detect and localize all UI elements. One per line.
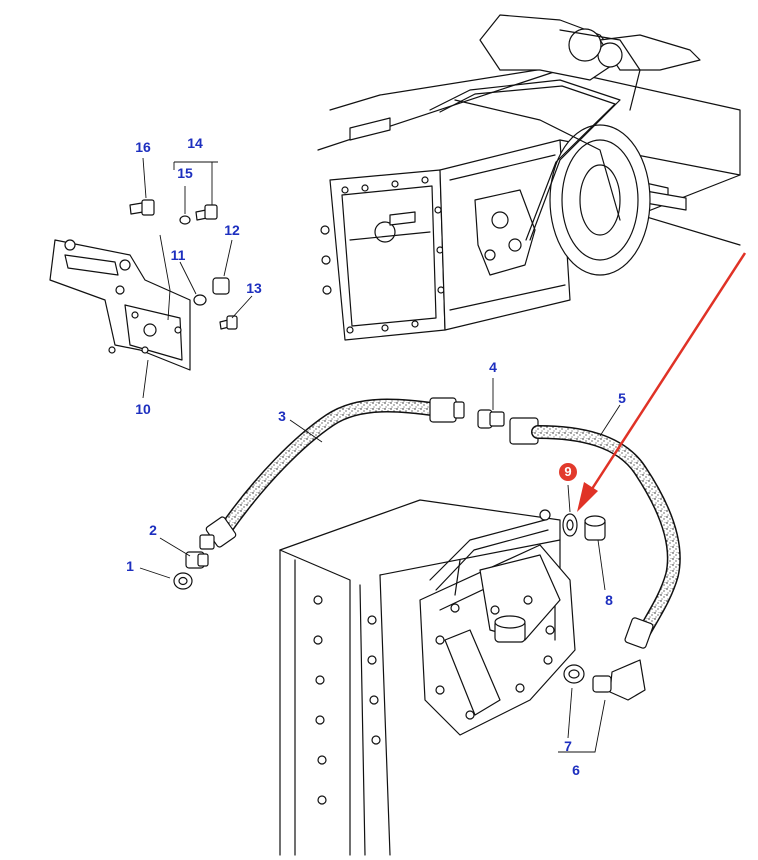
plug-8 — [584, 515, 606, 541]
mounting-bracket — [49, 239, 191, 371]
callout-9-highlighted: 9 — [559, 463, 577, 481]
housing-bolts — [320, 176, 445, 334]
flange-bolts — [313, 509, 551, 805]
seal-washer-1 — [173, 572, 193, 590]
valve-bolts — [435, 595, 555, 720]
rear-housing-bottom — [279, 499, 576, 856]
callout-16: 16 — [135, 139, 151, 155]
callout-1: 1 — [126, 558, 134, 574]
callout-2: 2 — [149, 522, 157, 538]
callout-8: 8 — [605, 592, 613, 608]
callout-6: 6 — [572, 762, 580, 778]
callout-7: 7 — [564, 738, 572, 754]
union-fitting-2 — [185, 551, 209, 569]
bracket-fasteners — [129, 199, 238, 330]
callout-14: 14 — [187, 135, 203, 151]
hose-5 — [509, 417, 681, 701]
hose-3 — [199, 397, 465, 550]
seal-washer-9 — [562, 513, 578, 537]
callout-3: 3 — [278, 408, 286, 424]
adapter-4 — [477, 409, 505, 429]
callout-5: 5 — [618, 390, 626, 406]
callout-10: 10 — [135, 401, 151, 417]
seal-washer-7 — [563, 664, 585, 684]
callout-13: 13 — [246, 280, 262, 296]
callout-15: 15 — [177, 165, 193, 181]
pointer-arrow — [577, 252, 747, 512]
callout-4: 4 — [489, 359, 497, 375]
callout-12: 12 — [224, 222, 240, 238]
leader-lines — [139, 157, 621, 753]
transmission-housing-top — [317, 14, 741, 341]
callout-11: 11 — [170, 247, 186, 263]
